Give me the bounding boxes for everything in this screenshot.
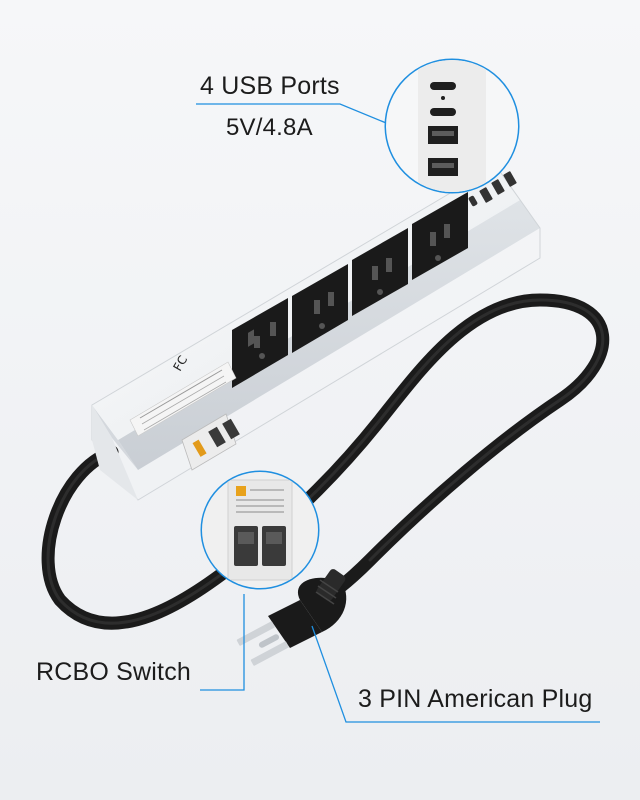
usb-a-port-icon xyxy=(428,126,458,144)
plug-ribs xyxy=(315,579,339,605)
american-plug xyxy=(236,569,347,666)
outlet-3 xyxy=(352,228,408,316)
usb-zoom-circle xyxy=(384,58,520,194)
plug-prong-1 xyxy=(236,621,275,646)
status-led xyxy=(441,96,445,100)
fcc-mark-icon: FC xyxy=(170,353,190,373)
cable-highlight xyxy=(46,298,605,625)
usb-ports-spec: 5V/4.8A xyxy=(226,114,313,141)
rcbo-breaker-on-strip xyxy=(181,413,240,471)
spec-label xyxy=(129,361,237,437)
usb-port-cluster xyxy=(468,171,517,207)
strip-side-face xyxy=(118,200,540,470)
usb-ports-title: 4 USB Ports xyxy=(200,72,340,100)
rcbo-indicator xyxy=(236,486,246,496)
plug-ground-pin xyxy=(258,634,280,648)
rcbo-switch-label: RCBO Switch xyxy=(36,658,192,686)
usb-a-port-icon xyxy=(428,158,458,176)
usb-c-port-icon xyxy=(430,108,456,116)
plug-callout-line xyxy=(311,625,600,723)
rcbo-label-lines xyxy=(236,489,284,513)
power-strip: FC xyxy=(91,165,541,501)
outlet-4 xyxy=(412,192,468,280)
plug-label: 3 PIN American Plug xyxy=(358,685,593,713)
usb-c-port-icon xyxy=(430,82,456,90)
outlet-1 xyxy=(232,298,288,388)
rcbo-callout-line xyxy=(200,594,245,691)
plug-prong-2 xyxy=(250,641,289,666)
rcbo-zoom-circle xyxy=(200,470,320,590)
strip-end-face xyxy=(92,405,138,470)
outlet-2 xyxy=(292,264,348,353)
